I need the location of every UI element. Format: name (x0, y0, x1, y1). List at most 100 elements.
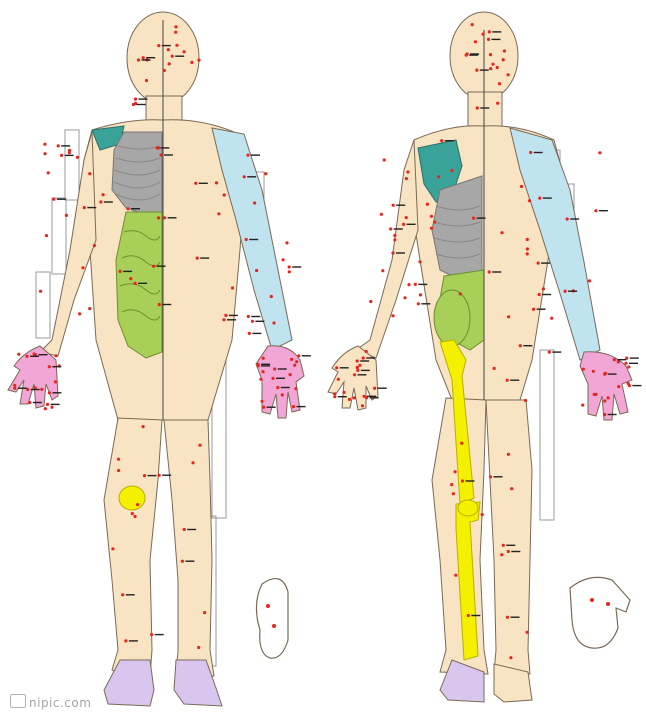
acupoint-dot (617, 360, 620, 363)
front-arm-left (40, 132, 96, 356)
acupoint-dot (297, 354, 300, 357)
acupoint-dot (48, 391, 51, 394)
acupoint-dot (88, 172, 91, 175)
acupoint-dot (538, 293, 541, 296)
acupoint-dot (183, 528, 186, 531)
acupoint-dot (461, 479, 464, 482)
acupoint-dot (223, 193, 226, 196)
acupoint-dot (459, 292, 462, 295)
acupoint-dot (373, 387, 376, 390)
back-hand-right (580, 352, 632, 420)
acupoint-dot (124, 639, 127, 642)
acupoint-dot (264, 172, 267, 175)
acupoint-dot (496, 102, 499, 105)
acupoint-dot (152, 265, 155, 268)
acupoint-dot (628, 384, 631, 387)
acupoint-dot (407, 283, 410, 286)
acupoint-dot (393, 238, 396, 241)
acupoint-dot (261, 370, 264, 373)
acupoint-dot (466, 52, 469, 55)
acupoint-dot (450, 169, 453, 172)
acupoint-dot (50, 406, 53, 409)
acupoint-dot (402, 223, 405, 226)
acupoint-dot (613, 358, 616, 361)
acupoint-dot (25, 355, 28, 358)
acupoint-dot (203, 611, 206, 614)
acupoint-dot (471, 23, 474, 26)
acupoint-dot (528, 199, 531, 202)
acupoint-dot (194, 182, 197, 185)
acupoint-dot (251, 320, 254, 323)
acupoint-dot (83, 206, 86, 209)
acupoint-dot (57, 144, 60, 147)
acupoint-dot (603, 399, 606, 402)
acupoint-dot (437, 175, 440, 178)
acupoint-dot (607, 396, 610, 399)
acupoint-dot (295, 360, 298, 363)
acupoint-dot (248, 332, 251, 335)
acupoint-dot (348, 398, 351, 401)
acupoint-dot (46, 403, 49, 406)
acupoint-dot (362, 395, 365, 398)
acupoint-dot (117, 469, 120, 472)
acupoint-dot (40, 388, 43, 391)
palm-inset (570, 577, 630, 648)
acupoint-dot (405, 177, 408, 180)
acupoint-dot (78, 312, 81, 315)
acupoint-dot (174, 25, 177, 28)
acupoint-dot (17, 353, 20, 356)
acupoint-dot (482, 33, 485, 36)
acupoint-dot (167, 48, 170, 51)
acupoint-dot (392, 204, 395, 207)
acupoint-dot (222, 318, 225, 321)
acupoint-dot (550, 317, 553, 320)
acupoint-dot (245, 238, 248, 241)
acupoint-dot (430, 227, 433, 230)
acupoint-dot (353, 373, 356, 376)
acupoint-dot (117, 458, 120, 461)
acupoint-dot (604, 372, 607, 375)
back-leg-right (486, 400, 532, 674)
acupoint-dot (598, 151, 601, 154)
acupoint-dot (488, 30, 491, 33)
acupoint-dot (542, 287, 545, 290)
acupoint-dot (503, 49, 506, 52)
acupoint-dot (506, 379, 509, 382)
acupoint-dot (481, 513, 484, 516)
acupoint-dot (134, 282, 137, 285)
acupoint-dot (417, 302, 420, 305)
acupoint-dot (272, 321, 275, 324)
acupoint-dot (532, 308, 535, 311)
acupoint-dot (150, 633, 153, 636)
acupoint-dot (454, 574, 457, 577)
acupoint-dot (391, 314, 394, 317)
acupoint-dot (131, 512, 134, 515)
acupoint-dot (246, 154, 249, 157)
acupoint-dot (356, 359, 359, 362)
acupoint-dot (393, 234, 396, 237)
acupoint-dot (163, 69, 166, 72)
acupoint-dot (389, 227, 392, 230)
acupoint-dot (198, 444, 201, 447)
acupoint-dot (159, 153, 162, 156)
acupoint-dot (353, 396, 356, 399)
acupoint-dot (294, 387, 297, 390)
acupoint-dot (175, 44, 178, 47)
acupoint-dot (270, 295, 273, 298)
acupoint-dot (271, 377, 274, 380)
acupoint-dot (509, 656, 512, 659)
acupoint-dot (362, 356, 365, 359)
acupoint-dot (102, 193, 105, 196)
acupoint-dot (489, 53, 492, 56)
acupoint-dot (45, 234, 48, 237)
acupoint-dot (119, 270, 122, 273)
acupoint-dot (627, 365, 630, 368)
acupoint-dot (467, 614, 470, 617)
acupoint-dot (137, 58, 140, 61)
acupoint-dot (496, 66, 499, 69)
acupoint-dot (524, 399, 527, 402)
acupoint-dot (285, 241, 288, 244)
acupoint-dot (276, 386, 279, 389)
acupoint-dot (507, 550, 510, 553)
